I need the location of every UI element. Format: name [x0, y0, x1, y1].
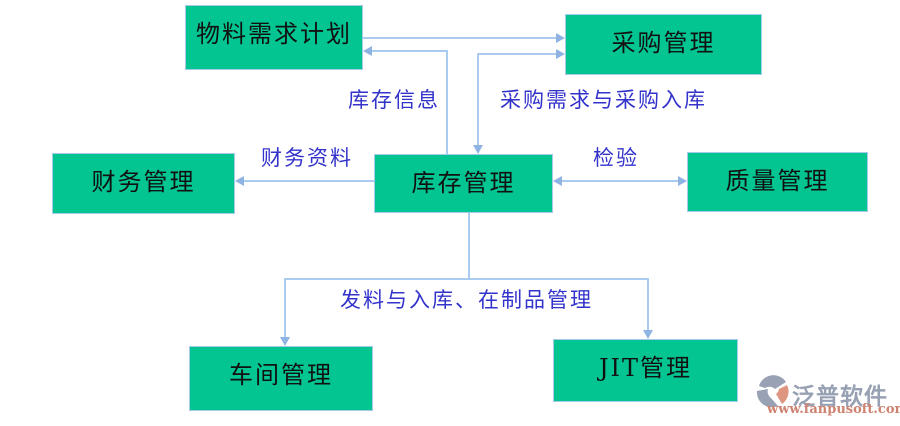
arrowhead-right-icon	[678, 176, 687, 186]
node-label: 质量管理	[725, 167, 830, 195]
node-label: 车间管理	[229, 361, 333, 389]
node-quality-management: 质量管理	[687, 152, 868, 212]
node-jit-management: JIT管理	[553, 339, 738, 402]
connector-inventory-to-mrp-vertical	[446, 50, 448, 154]
edge-label-purchase-demand: 采购需求与采购入库	[500, 88, 707, 112]
arrowhead-left-icon	[235, 176, 244, 186]
connector-inventory-down	[468, 213, 470, 280]
node-purchasing-management: 采购管理	[565, 14, 762, 75]
connector-branch-to-workshop	[284, 278, 286, 337]
arrowhead-right-icon	[556, 49, 565, 59]
watermark-url-text: www.fanpusoft.com	[767, 402, 900, 417]
arrowhead-left-icon	[363, 46, 372, 56]
node-label: 采购管理	[611, 29, 716, 57]
connector-inventory-purchasing-horizontal	[477, 53, 556, 55]
arrowhead-down-icon	[280, 337, 290, 346]
edge-label-inventory-info: 库存信息	[348, 88, 440, 112]
connector-mrp-to-purchasing	[363, 37, 556, 39]
connector-inventory-purchasing-vertical	[477, 54, 479, 145]
node-label: JIT管理	[598, 354, 693, 382]
connector-inventory-quality	[562, 180, 678, 182]
arrowhead-down-icon	[643, 330, 653, 339]
edge-label-issue-receipt-wip: 发料与入库、在制品管理	[340, 288, 593, 312]
arrowhead-right-icon	[556, 33, 565, 43]
node-label: 财务管理	[91, 168, 196, 196]
connector-inventory-to-mrp-horizontal	[372, 50, 448, 52]
node-inventory-management: 库存管理	[374, 154, 553, 213]
watermark-brand-text: 泛普软件	[792, 383, 888, 410]
node-label: 库存管理	[411, 169, 516, 197]
edge-label-finance-data: 财务资料	[261, 146, 353, 170]
connector-branch-to-jit	[647, 278, 649, 330]
connector-branch-horizontal	[284, 278, 649, 280]
edge-label-inspection: 检验	[593, 146, 639, 170]
node-label: 物料需求计划	[196, 20, 352, 48]
arrowhead-down-icon	[473, 145, 483, 154]
fanpu-logo-icon	[756, 375, 789, 408]
node-material-requirements-planning: 物料需求计划	[185, 5, 363, 70]
connector-inventory-to-finance	[244, 180, 374, 182]
node-workshop-management: 车间管理	[189, 346, 373, 411]
arrowhead-left-icon	[553, 176, 562, 186]
node-finance-management: 财务管理	[52, 153, 235, 214]
